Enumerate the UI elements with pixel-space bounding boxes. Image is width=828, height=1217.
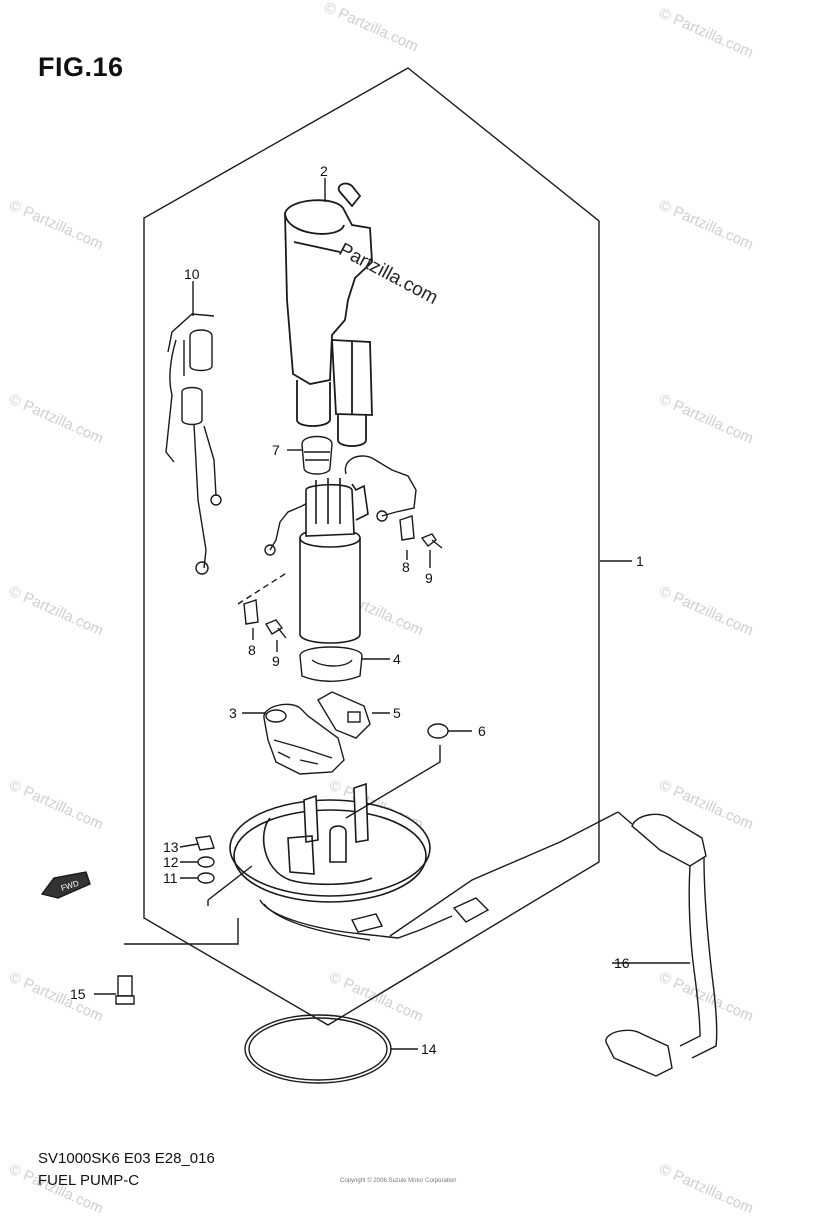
fuel-hose bbox=[605, 813, 718, 1077]
large-o-ring bbox=[244, 1014, 392, 1084]
rubber-cushion bbox=[301, 435, 333, 475]
callout-10: 10 bbox=[184, 266, 200, 282]
gasket bbox=[197, 872, 215, 884]
wire-plate bbox=[243, 599, 259, 625]
figure-name: FUEL PUMP-C bbox=[38, 1172, 140, 1189]
callout-2: 2 bbox=[320, 163, 328, 179]
lead-wire-harness bbox=[165, 313, 222, 575]
callout-8-lower: 8 bbox=[248, 642, 256, 658]
pump-base-plate bbox=[229, 782, 431, 903]
copyright-note: Copyright © 2006 Suzuki Motor Corporatio… bbox=[340, 1178, 457, 1184]
fuel-filter-housing bbox=[284, 182, 373, 447]
callout-7: 6 bbox=[478, 723, 486, 739]
callout-4: 4 bbox=[393, 651, 401, 667]
dashed-leader bbox=[237, 571, 289, 605]
wire-plate bbox=[399, 515, 415, 541]
callout-5: 5 bbox=[393, 705, 401, 721]
callout-11: 11 bbox=[163, 870, 178, 886]
small-o-ring bbox=[427, 723, 449, 739]
callout-3: 3 bbox=[229, 705, 237, 721]
harness-connector bbox=[452, 897, 490, 923]
callout-16: 16 bbox=[614, 955, 630, 971]
nut bbox=[195, 835, 215, 851]
figure-code: SV1000SK6 E03 E28_016 bbox=[38, 1150, 215, 1167]
assembly-outline bbox=[143, 67, 600, 1026]
washer bbox=[197, 856, 215, 868]
fuel-pump-motor bbox=[299, 478, 369, 644]
screw bbox=[420, 533, 443, 549]
screw bbox=[264, 619, 287, 639]
base-bolt bbox=[117, 975, 133, 997]
callout-1: 1 bbox=[636, 553, 644, 569]
pump-wire bbox=[344, 455, 417, 517]
callout-9-upper: 9 bbox=[425, 570, 433, 586]
callout-8-upper: 8 bbox=[402, 559, 410, 575]
callout-6: 7 bbox=[272, 442, 280, 458]
pump-holder bbox=[299, 646, 363, 682]
figure-title: FIG.16 bbox=[38, 52, 124, 82]
pump-wire bbox=[269, 495, 321, 551]
callout-15: 15 bbox=[70, 986, 86, 1002]
callout-14: 14 bbox=[421, 1041, 437, 1057]
callout-9-lower: 9 bbox=[272, 653, 280, 669]
pump-bracket bbox=[317, 691, 371, 739]
suction-filter bbox=[263, 703, 345, 775]
callout-13: 13 bbox=[163, 839, 179, 855]
callout-12: 12 bbox=[163, 854, 179, 870]
fwd-arrow-icon bbox=[40, 871, 91, 899]
